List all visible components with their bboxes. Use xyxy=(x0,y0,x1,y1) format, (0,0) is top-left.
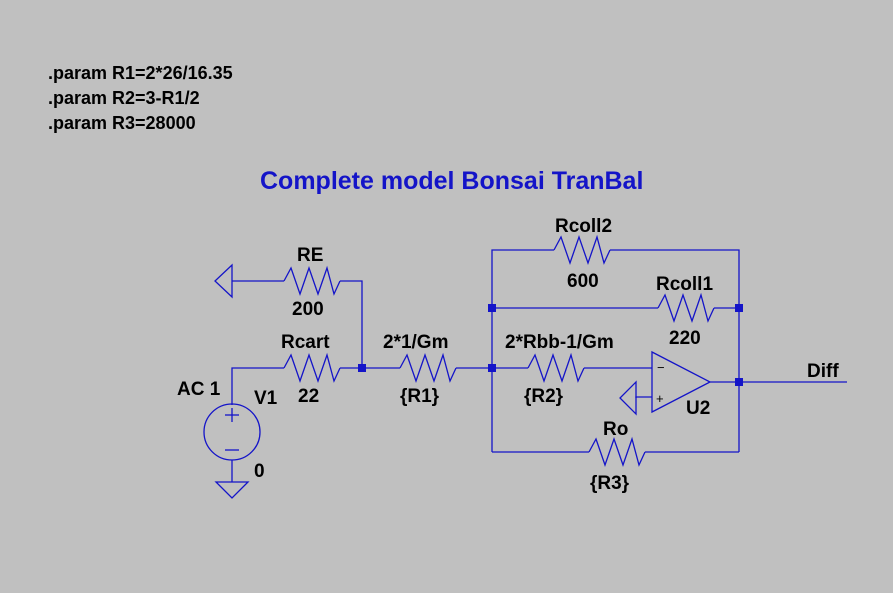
junction-dot xyxy=(358,364,366,372)
wires xyxy=(231,249,847,482)
resistor-rbb-symbol xyxy=(527,352,585,383)
resistor-re-value: 200 xyxy=(292,299,324,320)
resistor-gm-name: 2*1/Gm xyxy=(383,332,448,353)
ground-icon[interactable] xyxy=(214,481,250,499)
resistor-re[interactable]: RE 200 xyxy=(283,245,341,320)
resistor-rcoll1[interactable]: Rcoll1 220 xyxy=(656,274,715,349)
param-directive-r1[interactable]: .param R1=2*26/16.35 xyxy=(48,63,233,83)
opamp-u2-name: U2 xyxy=(686,398,710,419)
opamp-triangle xyxy=(651,350,712,414)
wire[interactable] xyxy=(231,367,284,403)
resistor-rcoll2-symbol xyxy=(553,234,611,265)
resistor-rcart-name: Rcart xyxy=(281,332,330,353)
resistor-rcoll2[interactable]: Rcoll2 600 xyxy=(553,216,612,292)
resistor-ro-value: {R3} xyxy=(590,473,630,494)
resistor-re-symbol xyxy=(283,265,341,296)
opamp-u2[interactable]: − + U2 xyxy=(651,350,712,419)
schematic-title[interactable]: Complete model Bonsai TranBal xyxy=(260,167,643,195)
param-directive-r3[interactable]: .param R3=28000 xyxy=(48,113,196,133)
resistor-rcoll1-value: 220 xyxy=(669,328,701,349)
resistor-rcoll2-name: Rcoll2 xyxy=(555,216,612,237)
resistor-ro-symbol xyxy=(588,436,646,467)
resistor-rcoll1-name: Rcoll1 xyxy=(656,274,713,295)
resistor-gm[interactable]: 2*1/Gm {R1} xyxy=(383,332,457,407)
source-value: AC 1 xyxy=(177,379,221,400)
source-name: V1 xyxy=(254,388,278,409)
resistor-ro-name: Ro xyxy=(603,419,628,440)
resistor-rbb[interactable]: 2*Rbb-1/Gm {R2} xyxy=(505,332,614,407)
junction-dot xyxy=(488,304,496,312)
source-extra: 0 xyxy=(254,461,265,482)
resistor-rcart-value: 22 xyxy=(298,386,319,407)
net-label-diff[interactable]: Diff xyxy=(807,361,839,382)
resistor-rcoll1-symbol xyxy=(657,292,715,323)
resistor-rcoll2-value: 600 xyxy=(567,271,599,292)
resistor-re-name: RE xyxy=(297,245,323,266)
resistor-rbb-value: {R2} xyxy=(524,386,564,407)
wire[interactable] xyxy=(340,280,363,368)
resistor-rcart-symbol xyxy=(283,352,341,383)
voltage-source-v1[interactable]: AC 1 V1 0 xyxy=(177,379,278,482)
param-directive-r2[interactable]: .param R2=3-R1/2 xyxy=(48,88,200,108)
opamp-minus-sign: − xyxy=(657,360,665,375)
resistor-gm-symbol xyxy=(399,352,457,383)
junction-dot xyxy=(735,304,743,312)
opamp-plus-sign: + xyxy=(656,391,664,406)
ground-icon[interactable] xyxy=(214,263,233,299)
junction-dot xyxy=(488,364,496,372)
ground-icon[interactable] xyxy=(619,380,637,416)
wire[interactable] xyxy=(491,249,554,452)
resistor-gm-value: {R1} xyxy=(400,386,440,407)
resistor-ro[interactable]: Ro {R3} xyxy=(588,419,646,494)
resistor-rbb-name: 2*Rbb-1/Gm xyxy=(505,332,614,353)
wire[interactable] xyxy=(635,396,652,398)
source-circle xyxy=(203,403,261,461)
junction-dot xyxy=(735,378,743,386)
resistor-rcart[interactable]: Rcart 22 xyxy=(281,332,341,407)
